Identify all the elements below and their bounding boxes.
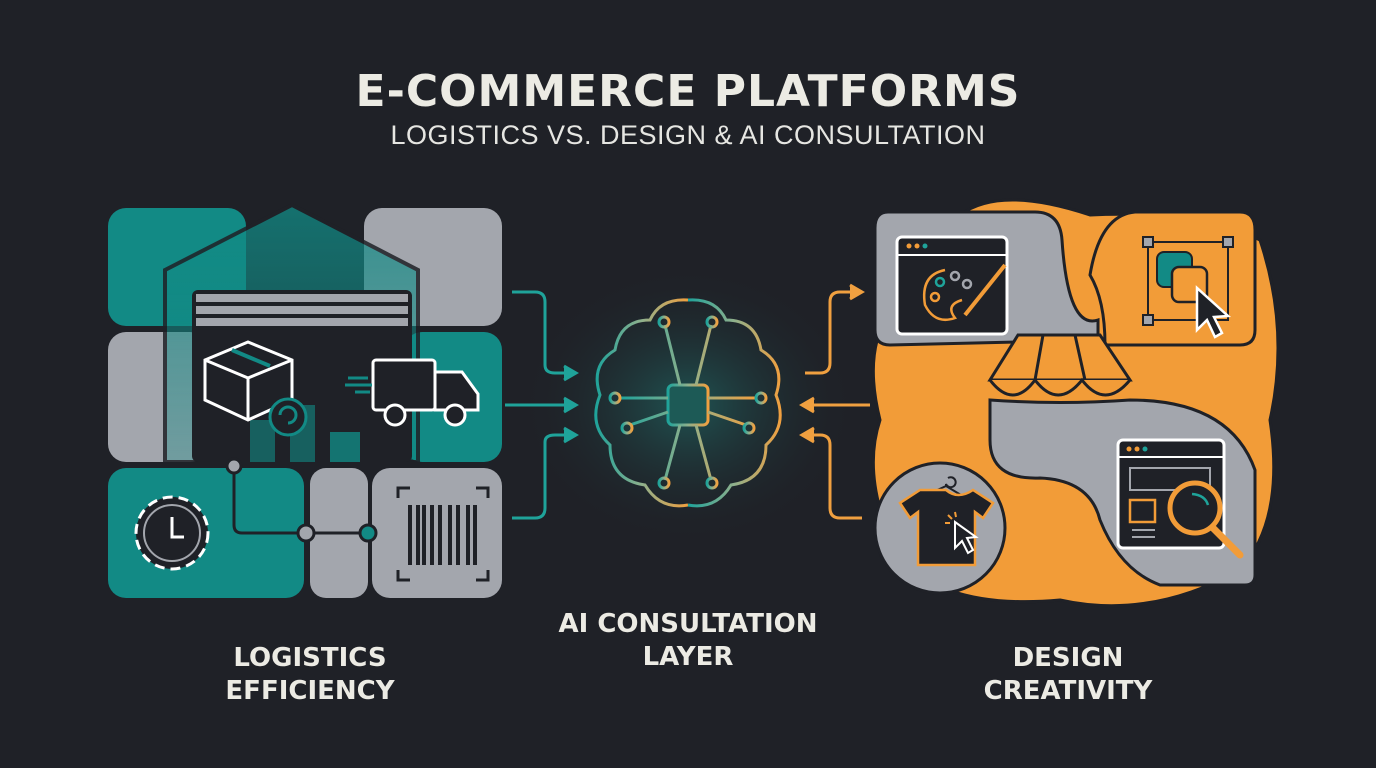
return-arrow-icon [268,397,308,437]
design-label-line1: DESIGN [1012,643,1124,673]
brain-circuit-icon [594,298,782,508]
browser-palette-icon [895,235,1009,336]
ai-label-line1: AI CONSULTATION [558,609,818,639]
logistics-panel [108,202,502,598]
design-panel [871,198,1280,608]
logistics-label: LOGISTICS EFFICIENCY [170,642,450,708]
gear-clock-icon [134,495,210,571]
design-label-line2: CREATIVITY [983,676,1153,706]
barcode-scan-icon [396,486,490,582]
output-arrows [799,283,870,520]
logistics-label-line2: EFFICIENCY [225,676,395,706]
browser-search-icon [1116,438,1244,559]
input-arrows [505,290,579,520]
ai-label-line2: LAYER [642,642,734,672]
design-label: DESIGN CREATIVITY [928,642,1208,708]
ai-layer-panel [505,265,870,545]
connector-lines [225,457,378,543]
logistics-label-line1: LOGISTICS [233,643,387,673]
select-shapes-cursor-icon [1142,236,1234,339]
tshirt-cursor-icon [873,461,1007,595]
delivery-truck-icon [345,358,480,427]
ai-layer-label: AI CONSULTATION LAYER [508,608,868,674]
page-title: E-COMMERCE PLATFORMS [355,66,1021,117]
storefront-awning-icon [987,333,1133,397]
page-subtitle: LOGISTICS VS. DESIGN & AI CONSULTATION [390,120,986,150]
